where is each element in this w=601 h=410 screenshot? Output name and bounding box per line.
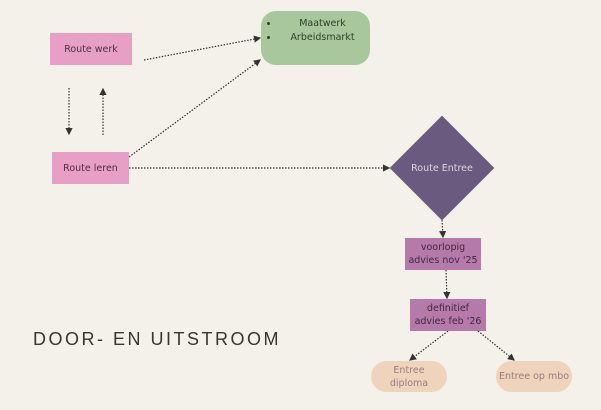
arrow-entree-to-voorlopig	[439, 219, 447, 239]
route-werk-node: Route werk	[50, 33, 132, 65]
voorlopig-advies-node: voorlopig advies nov '25	[405, 238, 481, 270]
outcome-arbeidsmarkt: Arbeidsmarkt	[279, 31, 367, 45]
arrow-definitief-to-diploma	[409, 330, 449, 361]
definitief-label: definitief	[426, 303, 470, 314]
route-leren-label: Route leren	[63, 162, 118, 174]
voorlopig-date: advies nov '25	[408, 255, 478, 266]
page-title: DOOR- EN UITSTROOM	[33, 329, 281, 349]
arrow-definitief-to-mbo	[477, 330, 515, 361]
entree-mbo-label: Entree op mbo	[498, 371, 570, 382]
entree-mbo-node: Entree op mbo	[496, 361, 572, 392]
entree-diploma-label-1: Entree	[393, 364, 425, 376]
route-werk-label: Route werk	[64, 43, 118, 55]
route-entree-label: Route Entree	[411, 162, 473, 174]
definitief-advies-node: definitief advies feb '26	[410, 299, 486, 331]
arrow-werk-to-outcome	[143, 35, 262, 61]
outcome-node: MaatwerkArbeidsmarkt	[261, 11, 370, 65]
route-leren-node: Route leren	[52, 152, 129, 184]
entree-diploma-label-2: diploma	[389, 377, 429, 389]
definitief-date: advies feb '26	[414, 316, 482, 327]
voorlopig-label: voorlopig	[420, 242, 466, 253]
arrow-voorlopig-to-definitief	[443, 269, 451, 300]
outcome-maatwerk: Maatwerk	[279, 17, 367, 31]
arrow-leren-to-outcome	[128, 59, 261, 158]
